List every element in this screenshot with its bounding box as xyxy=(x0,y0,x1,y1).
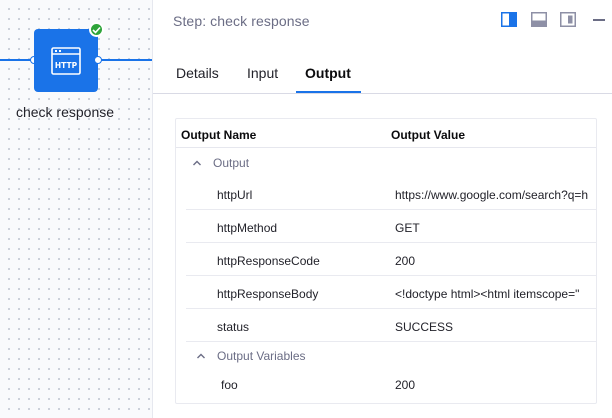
tab-input[interactable]: Input xyxy=(247,65,279,81)
output-name: httpUrl xyxy=(217,188,253,202)
panel-tabs: Details Input Output xyxy=(153,56,612,94)
table-row: httpUrl https://www.google.com/search?q=… xyxy=(186,177,596,210)
incoming-edge xyxy=(0,59,34,61)
tab-details[interactable]: Details xyxy=(176,65,219,81)
output-value: SUCCESS xyxy=(395,320,454,334)
output-name: status xyxy=(217,320,250,334)
outgoing-edge xyxy=(98,59,152,61)
table-row: httpMethod GET xyxy=(186,210,596,243)
output-name: httpResponseBody xyxy=(217,287,319,301)
output-port[interactable] xyxy=(94,56,102,64)
chevron-up-icon[interactable] xyxy=(196,351,206,361)
table-row: httpResponseBody <!doctype html><html it… xyxy=(186,276,596,309)
output-value: GET xyxy=(395,221,420,235)
output-name: httpResponseCode xyxy=(217,254,320,268)
output-value: https://www.google.com/search?q=h xyxy=(395,188,589,202)
output-name: foo xyxy=(221,378,238,392)
row-divider xyxy=(186,242,596,243)
row-divider xyxy=(186,209,596,210)
http-step-node[interactable]: HTTP xyxy=(34,29,98,92)
dock-right-icon[interactable] xyxy=(501,12,517,27)
step-details-panel: Step: check response Details Input Outpu… xyxy=(152,0,612,418)
row-divider xyxy=(186,308,596,309)
http-icon: HTTP xyxy=(51,46,81,75)
minimize-icon[interactable] xyxy=(593,19,605,21)
panel-header: Step: check response xyxy=(153,0,612,42)
table-row: httpResponseCode 200 xyxy=(186,243,596,276)
table-row: status SUCCESS xyxy=(186,309,596,342)
tab-output[interactable]: Output xyxy=(305,65,351,81)
column-header-output-name: Output Name xyxy=(181,128,257,142)
pipeline-canvas[interactable]: HTTP check response xyxy=(0,0,152,418)
chevron-up-icon[interactable] xyxy=(192,158,202,168)
header-divider xyxy=(176,147,596,148)
http-icon-text: HTTP xyxy=(55,61,78,70)
column-header-output-value: Output Value xyxy=(391,128,466,142)
output-table: Output Name Output Value Output httpUrl … xyxy=(175,118,597,404)
row-divider xyxy=(186,341,596,342)
section-title-output-variables[interactable]: Output Variables xyxy=(217,349,306,363)
output-name: httpMethod xyxy=(217,221,278,235)
row-divider xyxy=(186,275,596,276)
panel-title: Step: check response xyxy=(173,13,310,29)
output-value: <!doctype html><html itemscope=" xyxy=(395,287,580,301)
output-value: 200 xyxy=(395,254,416,268)
section-title-output[interactable]: Output xyxy=(213,156,250,170)
output-value: 200 xyxy=(395,378,416,392)
table-row: foo 200 xyxy=(186,367,596,400)
success-check-icon xyxy=(89,22,104,37)
active-tab-indicator xyxy=(296,91,361,93)
node-label: check response xyxy=(15,104,115,120)
float-icon[interactable] xyxy=(560,12,576,27)
dock-bottom-icon[interactable] xyxy=(531,12,547,27)
